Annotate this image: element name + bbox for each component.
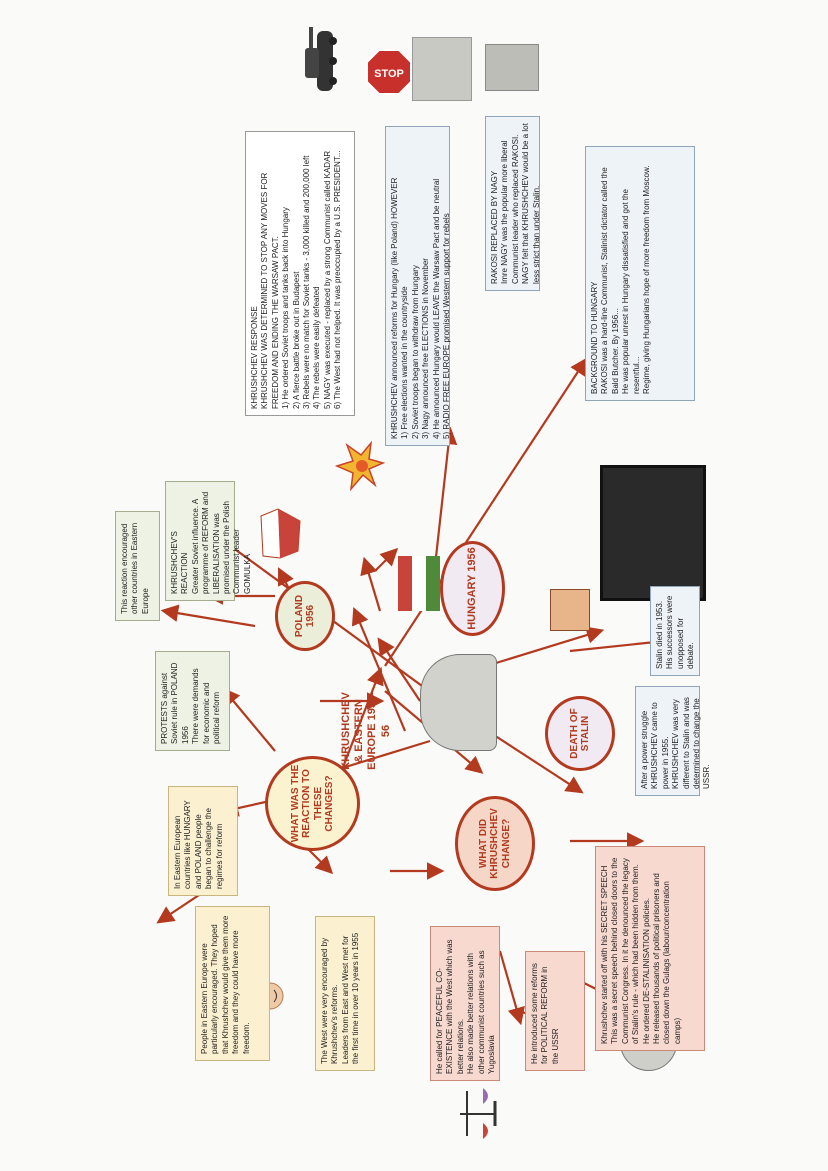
secret-speech-text: Khrushchev started off with his SECRET S…	[600, 857, 682, 1044]
scales-icon	[455, 1086, 500, 1141]
death-of-stalin-oval: DEATH OF STALIN	[545, 696, 615, 771]
coexistence-text: He called for PEACEFUL CO-EXISTENCE with…	[435, 939, 496, 1074]
poland-map	[258, 506, 303, 561]
change-oval: WHAT DID KHRUSHCHEV CHANGE?	[455, 796, 535, 891]
khrushchev-portrait	[420, 654, 497, 751]
death-box-1: Stalin died in 1953. His successors were…	[650, 586, 700, 676]
hungary-flag	[398, 556, 440, 611]
hungary-response-text: KHRUSHCHEV RESPONSE KHRUSHCHEV WAS DETER…	[250, 150, 343, 410]
west-reaction-box: The West were very encouraged by Khrushc…	[315, 916, 375, 1071]
flag-red-stripe	[398, 556, 412, 611]
hungary-label: HUNGARY 1956	[466, 547, 479, 630]
poland-oval: POLAND 1956	[275, 581, 335, 651]
flag-green-stripe	[426, 556, 440, 611]
change-label: WHAT DID KHRUSHCHEV CHANGE?	[477, 808, 512, 879]
tank-icon	[295, 26, 340, 96]
poland-encourage-box: This reaction encouraged other countries…	[115, 511, 160, 621]
black-photo	[600, 465, 706, 601]
hungary-nagy-text: RAKOSI REPLACED BY NAGY Imre NAGY was th…	[490, 123, 541, 284]
poland-reaction-text: KHRUSHCHEV'S REACTION Greater Soviet inf…	[170, 491, 252, 594]
central-title-text: KHRUSHCHEV & EASTERN EUROPE 1953-56	[340, 692, 392, 770]
death-of-stalin-label: DEATH OF STALIN	[568, 708, 592, 759]
stop-sign-label: STOP	[374, 68, 404, 80]
poland-protests-box: PROTESTS against Soviet rule in POLAND 1…	[155, 651, 230, 751]
protester-photo	[412, 37, 472, 101]
people-reaction-box: People in Eastern Europe were particular…	[195, 906, 270, 1061]
reaction-oval: WHAT WAS THE REACTION TO THESE CHANGES?	[265, 756, 360, 851]
poland-encourage-text: This reaction encouraged other countries…	[120, 520, 150, 614]
hungary-background-box: BACKGROUND TO HUNGARY RAKOSI was a hard-…	[585, 146, 695, 401]
hungary-background-text: BACKGROUND TO HUNGARY RAKOSI was a hard-…	[590, 165, 651, 394]
flag-white-stripe	[412, 556, 426, 611]
poland-label: POLAND 1956	[293, 594, 317, 638]
hungary-reforms-text: KHRUSHCHEV announced reforms for Hungary…	[390, 177, 451, 439]
eastern-europe-box: In Eastern European countries like HUNGA…	[168, 786, 238, 896]
poland-reaction-box: KHRUSHCHEV'S REACTION Greater Soviet inf…	[165, 481, 252, 601]
poland-protests-text: PROTESTS against Soviet rule in POLAND 1…	[160, 662, 221, 744]
nagy-portrait	[485, 44, 539, 91]
hungary-nagy-box: RAKOSI REPLACED BY NAGY Imre NAGY was th…	[485, 116, 541, 291]
death-box-2-text: After a power struggle KHRUSHCHEV came t…	[640, 694, 712, 789]
stalin-portrait	[550, 589, 590, 631]
death-box-1-text: Stalin died in 1953. His successors were…	[655, 593, 696, 669]
political-reform-text: He introduced some reforms for POLITICAL…	[530, 960, 560, 1064]
west-reaction-text: The West were very encouraged by Khrushc…	[320, 932, 361, 1064]
explosion-icon	[334, 440, 386, 492]
central-title: KHRUSHCHEV & EASTERN EUROPE 1953-56	[340, 691, 393, 771]
hungary-oval: HUNGARY 1956	[440, 541, 505, 636]
stop-sign-icon: STOP	[365, 48, 413, 96]
death-box-2: After a power struggle KHRUSHCHEV came t…	[635, 686, 711, 796]
political-reform-box: He introduced some reforms for POLITICAL…	[525, 951, 585, 1071]
secret-speech-box: Khrushchev started off with his SECRET S…	[595, 846, 705, 1051]
hungary-reforms-box: KHRUSHCHEV announced reforms for Hungary…	[385, 126, 451, 446]
coexistence-box: He called for PEACEFUL CO-EXISTENCE with…	[430, 926, 500, 1081]
hungary-response-box: KHRUSHCHEV RESPONSE KHRUSHCHEV WAS DETER…	[245, 131, 355, 416]
eastern-europe-text: In Eastern European countries like HUNGA…	[173, 798, 224, 889]
reaction-label: WHAT WAS THE REACTION TO THESE CHANGES?	[289, 764, 336, 843]
people-reaction-text: People in Eastern Europe were particular…	[200, 913, 251, 1054]
